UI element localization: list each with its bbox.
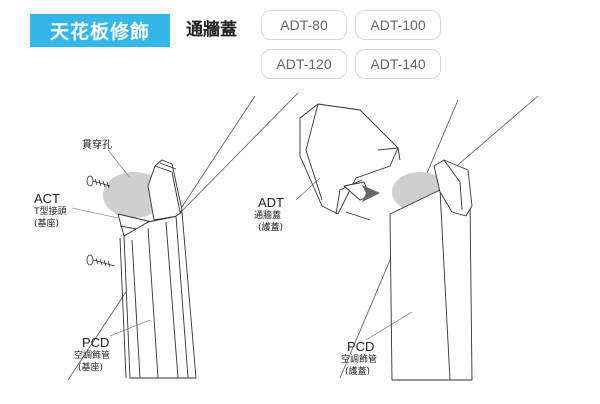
label-adt-name: 通牆蓋 [254,211,282,221]
product-subtitle: 通牆蓋 [186,20,237,40]
left-pcd-side [175,211,197,379]
label-right-pcd-note: (護蓋) [345,367,371,377]
left-screw-top [86,175,111,189]
label-act-note: (基座) [34,219,60,229]
label-act-name: T型接頭 [34,207,67,217]
label-act-code: ACT [34,191,60,206]
model-adt-120[interactable]: ADT-120 [261,49,347,79]
label-right-pcd-code: PCD [347,339,375,354]
left-leaders [71,149,151,337]
label-right-pcd-name: 空調飾管 [341,355,378,365]
label-adt-code: ADT [258,195,284,210]
left-pcd-base [119,215,191,379]
right-arrow [362,185,380,202]
label-adt-note: (護蓋) [258,223,284,233]
label-through-hole: 貫穿孔 [82,140,112,151]
right-adt-cap [299,103,401,221]
label-left-pcd-note: (基座) [78,363,104,373]
label-left-pcd-name: 空調飾管 [74,351,111,361]
label-left-pcd-code: PCD [82,335,110,350]
left-screw-bottom [86,254,116,268]
model-adt-100[interactable]: ADT-100 [355,10,441,40]
page-title: 天花板修飾 [30,14,170,47]
model-adt-140[interactable]: ADT-140 [355,49,441,79]
model-adt-80[interactable]: ADT-80 [261,10,347,40]
right-leaders [295,177,413,341]
right-pcd-cover [389,159,473,381]
